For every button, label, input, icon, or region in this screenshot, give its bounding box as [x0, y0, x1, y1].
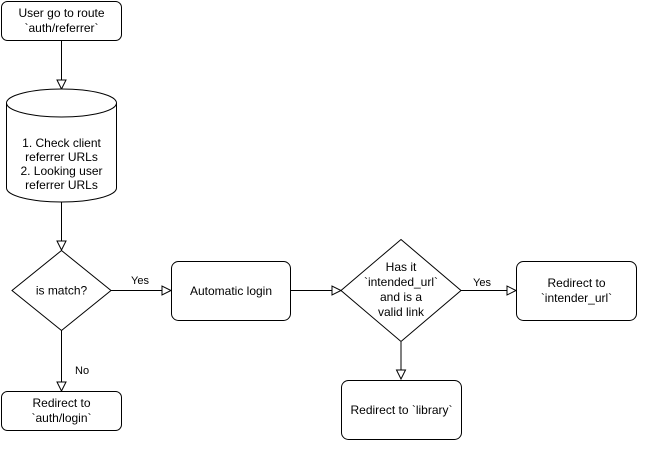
node-library-redirect: Redirect to `library` — [341, 380, 462, 440]
edge-auto-login-to-intended — [290, 285, 343, 296]
node-intended-redirect-line-2: `intender_url` — [541, 291, 612, 305]
node-intended-line-2: `intended_url` — [364, 275, 438, 289]
node-library-redirect-label: Redirect to `library` — [350, 403, 452, 417]
node-match-label: is match? — [36, 284, 88, 298]
node-check-line-3: 2. Looking user — [20, 164, 102, 178]
node-match-decision: is match? — [11, 249, 112, 332]
node-check-line-2: referrer URLs — [25, 150, 98, 164]
node-start-line-1: User go to route — [18, 6, 104, 20]
node-intended-line-1: Has it — [386, 260, 417, 274]
node-auto-login-label: Automatic login — [190, 284, 272, 298]
node-start: User go to route `auth/referrer` — [1, 1, 122, 41]
edge-check-to-match — [56, 202, 67, 252]
edge-label-intended-yes: Yes — [473, 277, 491, 289]
edge-label-match-no: No — [75, 365, 89, 377]
node-intended-redirect-line-1: Redirect to — [547, 276, 605, 290]
node-login-redirect-line-1: Redirect to — [32, 396, 90, 410]
node-check-line-4: referrer URLs — [25, 178, 98, 192]
node-login-redirect-line-2: `auth/login` — [31, 411, 91, 425]
edge-start-to-check — [56, 40, 67, 91]
node-check-line-1: 1. Check client — [22, 136, 101, 150]
node-intended-decision: Has it `intended_url` and is a valid lin… — [340, 238, 462, 343]
node-intended-line-4: valid link — [378, 305, 425, 319]
node-intended-redirect: Redirect to `intender_url` — [516, 261, 637, 321]
node-login-redirect: Redirect to `auth/login` — [1, 391, 122, 431]
edge-match-to-login-redirect: No — [56, 330, 89, 393]
edge-match-to-auto-login: Yes — [111, 275, 173, 296]
edge-intended-to-library-redirect — [395, 342, 407, 381]
node-auto-login: Automatic login — [171, 261, 291, 321]
edge-label-match-yes: Yes — [131, 275, 149, 287]
edge-intended-to-intended-redirect: Yes — [461, 277, 518, 296]
node-start-line-2: `auth/referrer` — [24, 21, 98, 35]
node-intended-line-3: and is a — [380, 290, 422, 304]
node-check-datastore: 1. Check client referrer URLs 2. Looking… — [6, 88, 117, 203]
